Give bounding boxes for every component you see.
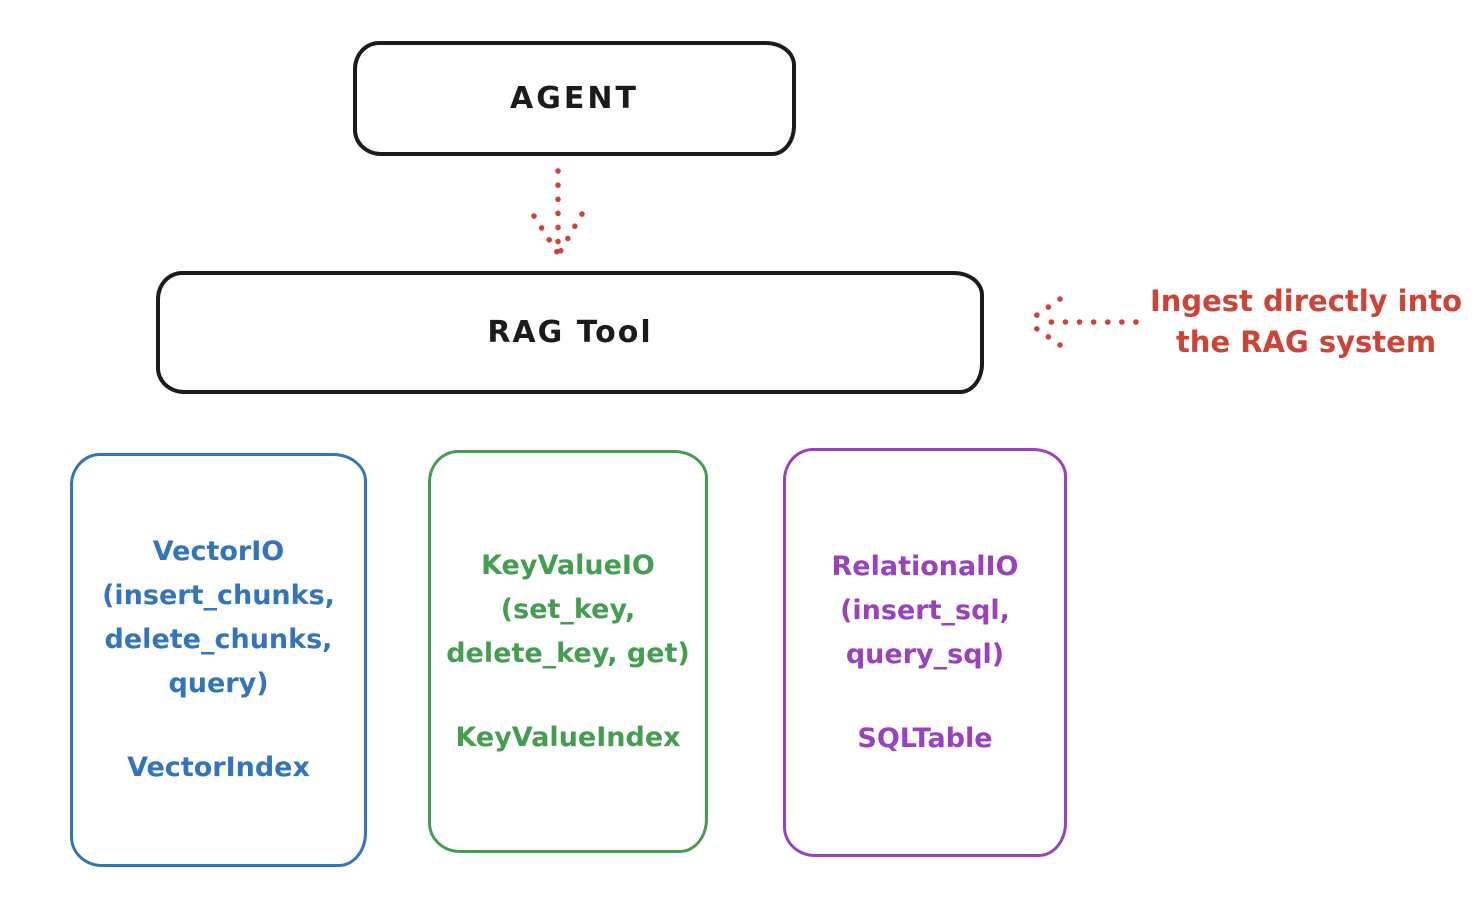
agent-box-label: AGENT <box>510 81 639 116</box>
vector-io-line: VectorIO <box>152 536 285 567</box>
relational-io-line: (insert_sql, <box>840 594 1010 626</box>
agent-to-ragtool-arrow <box>531 168 585 255</box>
rag-tool-box: RAG Tool <box>156 271 984 394</box>
keyvalue-io-line: KeyValueIO <box>481 549 655 581</box>
agent-box: AGENT <box>353 41 796 156</box>
ingest-annotation-line1: Ingest directly into <box>1149 284 1463 318</box>
relational-io-box: RelationalIO (insert_sql, query_sql) SQL… <box>783 448 1067 857</box>
keyvalue-io-line: (set_key, <box>500 593 636 625</box>
sql-table-label: SQLTable <box>857 722 993 754</box>
keyvalue-index-label: KeyValueIndex <box>455 721 681 753</box>
keyvalue-io-box: KeyValueIO (set_key, delete_key, get) Ke… <box>428 450 708 853</box>
vector-io-box: VectorIO (insert_chunks, delete_chunks, … <box>70 453 367 867</box>
relational-io-line: query_sql) <box>845 638 1005 670</box>
relational-io-line: RelationalIO <box>831 550 1019 582</box>
rag-tool-box-label: RAG Tool <box>487 315 653 350</box>
ingest-annotation: Ingest directly into the RAG system <box>1138 281 1474 363</box>
vector-io-line: delete_chunks, <box>104 624 333 655</box>
keyvalue-io-line: delete_key, get) <box>446 637 690 669</box>
vector-io-line: (insert_chunks, <box>102 580 335 611</box>
ingest-annotation-arrow <box>1024 296 1139 348</box>
vector-index-label: VectorIndex <box>127 752 310 783</box>
ingest-annotation-line2: the RAG system <box>1175 325 1437 359</box>
vector-io-line: query) <box>168 668 269 699</box>
